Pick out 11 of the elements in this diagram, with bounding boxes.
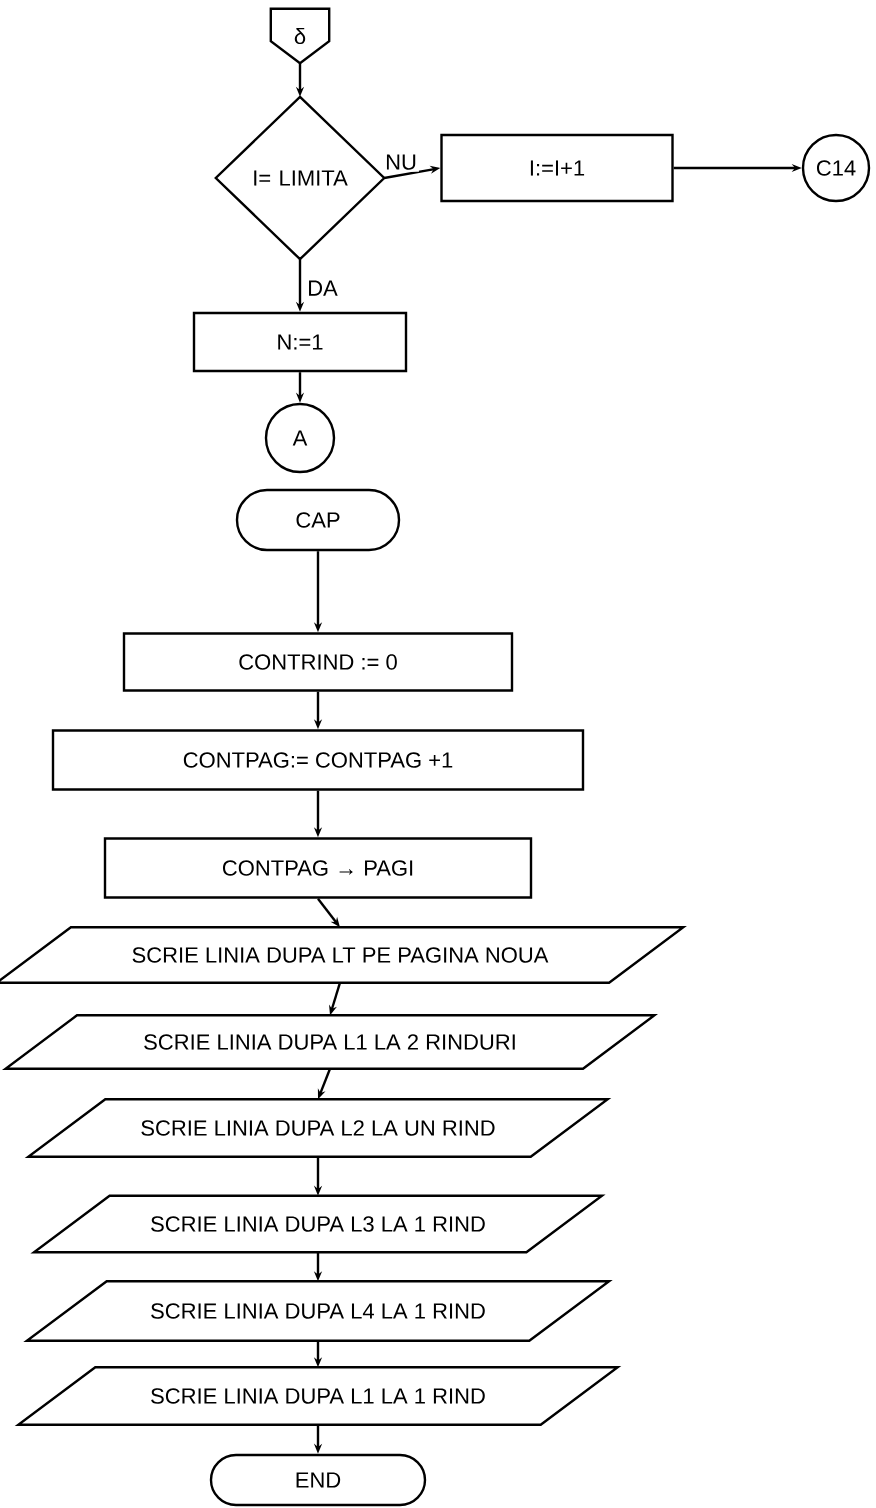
io-parallelogram: SCRIE LINIA DUPA LT PE PAGINA NOUA xyxy=(0,926,687,984)
edge-label: NU xyxy=(383,152,419,172)
off-page-connector: δ xyxy=(269,7,331,65)
process-box: CONTPAG:= CONTPAG +1 xyxy=(51,729,585,791)
terminal-box: CAP xyxy=(235,488,401,552)
process-box: CONTRIND := 0 xyxy=(122,632,514,692)
terminal-box: END xyxy=(209,1453,427,1507)
process-box: I:=I+1 xyxy=(440,133,674,203)
process-box: N:=1 xyxy=(192,311,408,373)
process-box: CONTPAG → PAGI xyxy=(103,837,533,899)
edge-label: DA xyxy=(305,278,340,298)
